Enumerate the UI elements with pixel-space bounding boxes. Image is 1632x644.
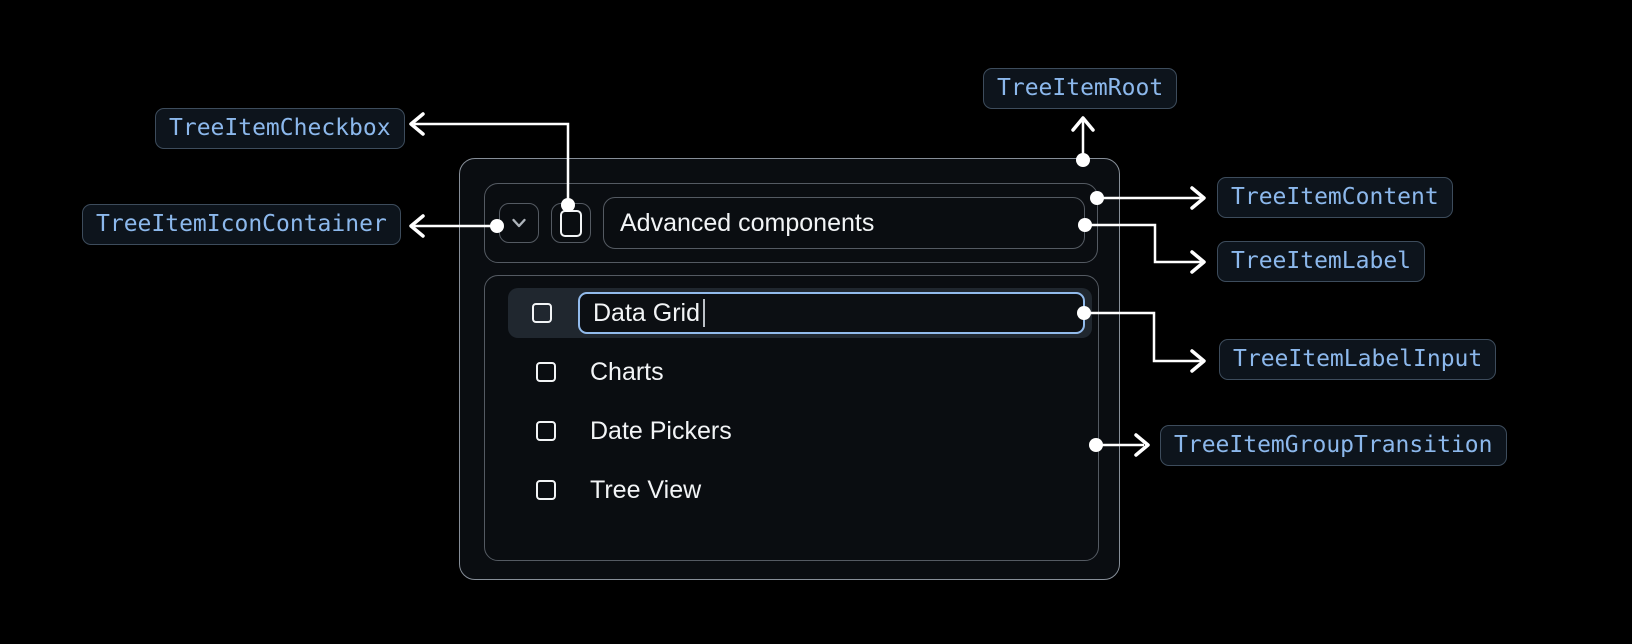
tree-row-charts[interactable]: Charts <box>508 347 1092 397</box>
tree-item-group-transition: Data Grid Charts Date Pickers Tree View <box>484 275 1099 561</box>
text-caret <box>702 299 705 327</box>
annotation-tree-item-checkbox: TreeItemCheckbox <box>155 108 405 149</box>
checkbox-unchecked-icon[interactable] <box>536 362 556 382</box>
tree-row-date-pickers[interactable]: Date Pickers <box>508 406 1092 456</box>
tree-row-tree-view[interactable]: Tree View <box>508 465 1092 515</box>
checkbox-unchecked-icon[interactable] <box>532 303 552 323</box>
annotation-tree-item-root: TreeItemRoot <box>983 68 1178 109</box>
annotation-tree-item-content: TreeItemContent <box>1217 177 1453 218</box>
checkbox-unchecked-icon[interactable] <box>536 421 556 441</box>
tree-item-content[interactable]: Advanced components <box>484 183 1098 263</box>
tree-item-label-input[interactable]: Data Grid <box>578 292 1085 334</box>
checkbox-unchecked-icon <box>560 209 582 237</box>
annotation-tree-item-label: TreeItemLabel <box>1217 241 1426 282</box>
tree-item-root: Advanced components Data Grid Charts Dat… <box>459 158 1120 580</box>
label-input-value: Data Grid <box>593 298 700 327</box>
tree-row-label: Tree View <box>590 475 702 504</box>
tree-item-icon-container[interactable] <box>499 203 539 243</box>
parent-item-label: Advanced components <box>620 208 875 237</box>
tree-item-label: Advanced components <box>603 197 1085 249</box>
tree-item-checkbox[interactable] <box>551 203 591 243</box>
annotation-tree-item-group-transition: TreeItemGroupTransition <box>1160 425 1507 466</box>
chevron-down-icon <box>512 218 526 228</box>
checkbox-unchecked-icon[interactable] <box>536 480 556 500</box>
tree-row-label: Date Pickers <box>590 416 732 445</box>
tree-row-data-grid[interactable]: Data Grid <box>508 288 1092 338</box>
tree-row-label: Charts <box>590 357 664 386</box>
annotation-tree-item-label-input: TreeItemLabelInput <box>1219 339 1497 380</box>
annotation-tree-item-icon-container: TreeItemIconContainer <box>82 204 401 245</box>
